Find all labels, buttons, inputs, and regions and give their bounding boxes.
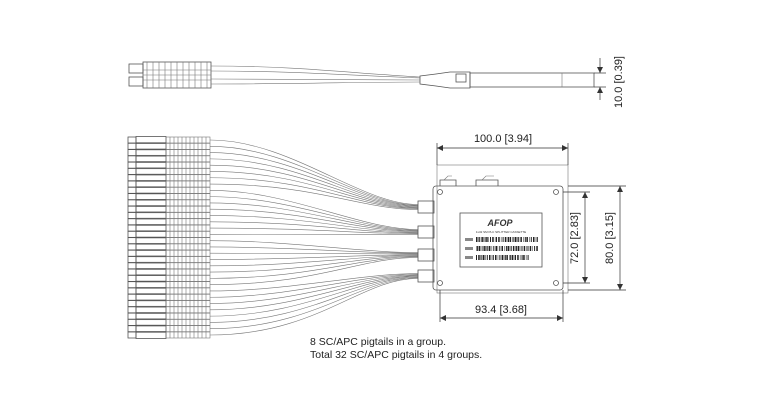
pigtail-fiber (209, 274, 419, 304)
dim-module-width: 100.0 [3.94] (436, 133, 569, 165)
dim-module-height: 80.0 [3.15] (568, 185, 626, 291)
module-ports (417, 200, 435, 283)
pigtail-fiber (209, 164, 419, 208)
dim-cable-diameter: 10.0 [0.39] (594, 56, 625, 108)
top-cable-assembly (128, 61, 595, 89)
splitter-module: AFOP 1x32 SM PLC SPLITTER CASSETTE (417, 164, 569, 294)
brand-logo: AFOP (486, 218, 513, 228)
dim-module-depth: 93.4 [3.68] (439, 290, 564, 322)
pigtail-fiber (209, 278, 419, 336)
pigtail-fanout (127, 136, 419, 339)
pigtail-fiber (209, 277, 419, 330)
pigtail-fiber (209, 256, 419, 279)
dim-module-height-text: 80.0 [3.15] (604, 212, 616, 264)
module-label: AFOP 1x32 SM PLC SPLITTER CASSETTE (459, 212, 543, 268)
pigtail-fiber (209, 255, 419, 267)
pigtail-fiber (209, 152, 419, 207)
pigtail-fiber (209, 254, 419, 260)
pigtail-fiber (209, 257, 419, 285)
pigtail-fiber (209, 252, 419, 255)
pigtail-fiber (209, 202, 419, 232)
pigtail-fiber (209, 273, 419, 298)
pigtail-fiber (209, 183, 419, 210)
pigtail-fiber (209, 208, 419, 232)
pigtail-fiber (209, 227, 419, 235)
pigtail-fiber (209, 215, 419, 233)
dim-cable-diameter-text: 10.0 [0.39] (613, 56, 625, 108)
pigtail-fiber (209, 171, 419, 209)
barcode-2 (476, 246, 538, 251)
dim-module-inner-height: 72.0 [2.83] (563, 191, 590, 284)
pigtail-fiber (209, 275, 419, 311)
pigtail-connector (127, 331, 211, 339)
pigtail-connector (127, 243, 211, 251)
top-connector-bundle (128, 61, 212, 89)
pigtail-fiber (209, 190, 419, 230)
pigtail-fiber (209, 139, 419, 205)
pigtail-fiber (209, 273, 419, 292)
dim-module-inner-height-text: 72.0 [2.83] (569, 212, 581, 264)
note-line-2: Total 32 SC/APC pigtails in 4 groups. (310, 349, 482, 361)
pigtail-fiber (209, 158, 419, 207)
pigtail-fiber (209, 196, 419, 231)
barcode-1 (476, 237, 538, 242)
pigtail-fiber (209, 145, 419, 206)
pigtail-fiber (209, 276, 419, 317)
pigtail-fiber (209, 240, 419, 253)
pigtail-fiber (209, 221, 419, 234)
dim-module-width-text: 100.0 [3.94] (474, 133, 532, 145)
barcode-3 (476, 255, 529, 260)
pigtail-fiber (209, 177, 419, 210)
dim-module-depth-text: 93.4 [3.68] (475, 304, 527, 316)
note-line-1: 8 SC/APC pigtails in a group. (310, 336, 446, 348)
pigtail-fiber (209, 255, 419, 273)
pigtail-fiber (209, 246, 419, 254)
module-title: 1x32 SM PLC SPLITTER CASSETTE (476, 230, 526, 234)
pigtail-fiber (209, 276, 419, 323)
